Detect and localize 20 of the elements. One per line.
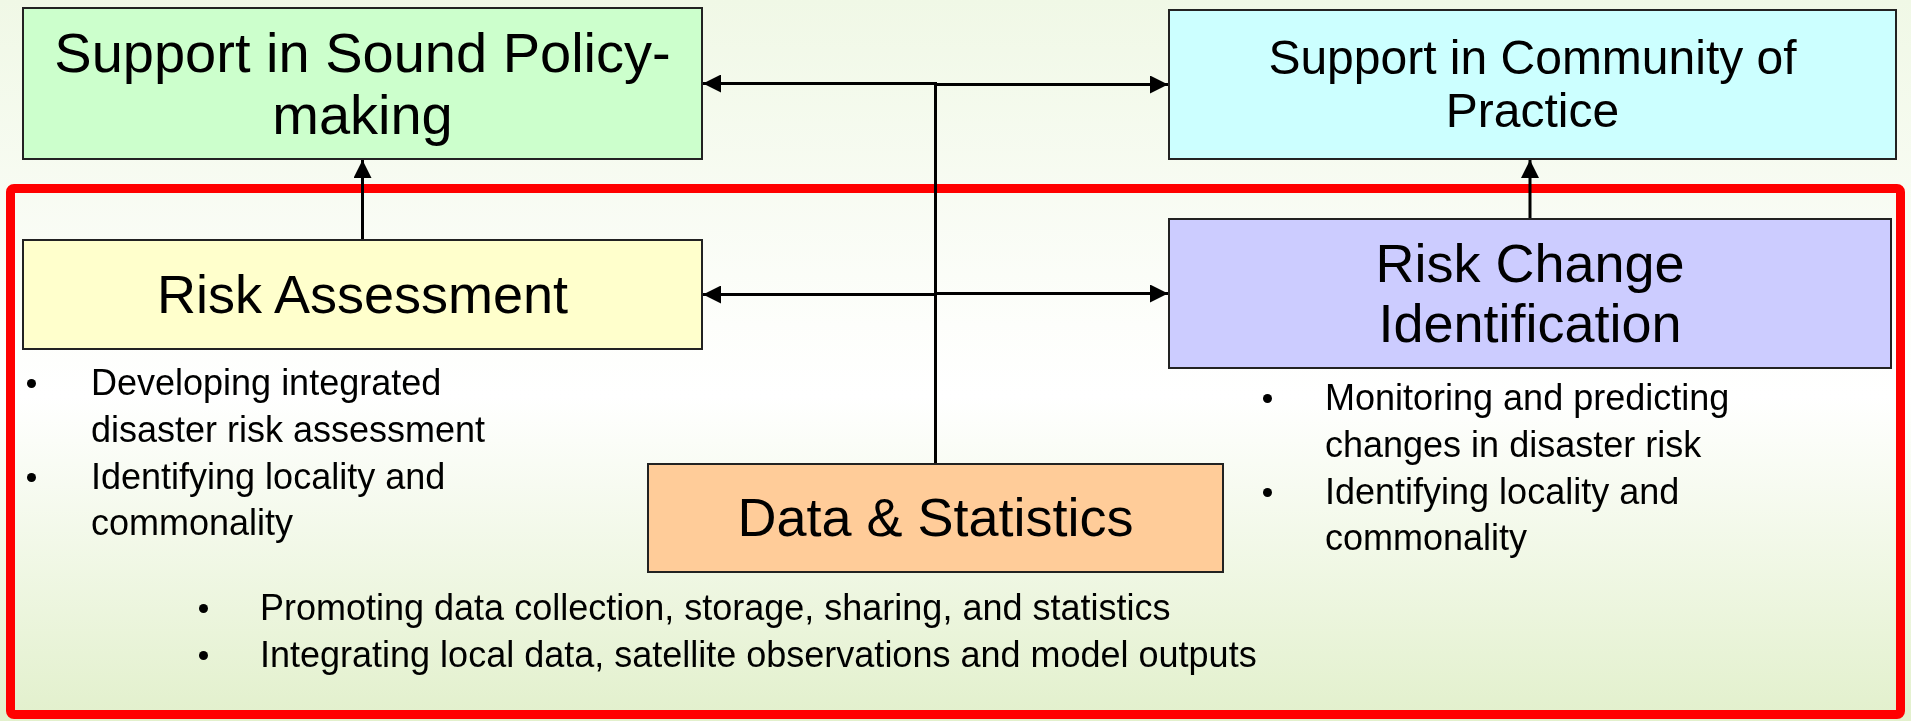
box-label: Data & Statistics [737,488,1134,548]
arrow [934,284,1168,463]
process-box [1168,9,1897,160]
box-label: Risk Assessment [156,264,569,325]
box-label: Risk Change Identification [1374,234,1686,353]
process-box [1168,218,1892,369]
process-box [22,7,703,160]
highlight-frame [6,184,1905,719]
process-box [22,239,703,350]
bullet-text: Developing integrated disaster risk assessment [91,361,487,452]
process-box [647,463,1224,573]
bullet-text: Monitoring and predicting changes in disaster risk [1325,376,1731,467]
arrow [353,160,372,239]
box-label: Support in Community of Practice [1267,31,1798,138]
arrow [1521,160,1539,218]
bullet-text: Promoting data collection, storage, sharing, and statistics [260,586,1171,630]
bullet-text: Identifying locality and commonality [91,454,447,546]
bullet-text: Integrating local data, satellite observations and model outputs [260,632,1257,677]
bullet-text: Identifying locality and commonality [1325,469,1681,561]
box-label: Support in Sound Policy-making [53,21,672,146]
